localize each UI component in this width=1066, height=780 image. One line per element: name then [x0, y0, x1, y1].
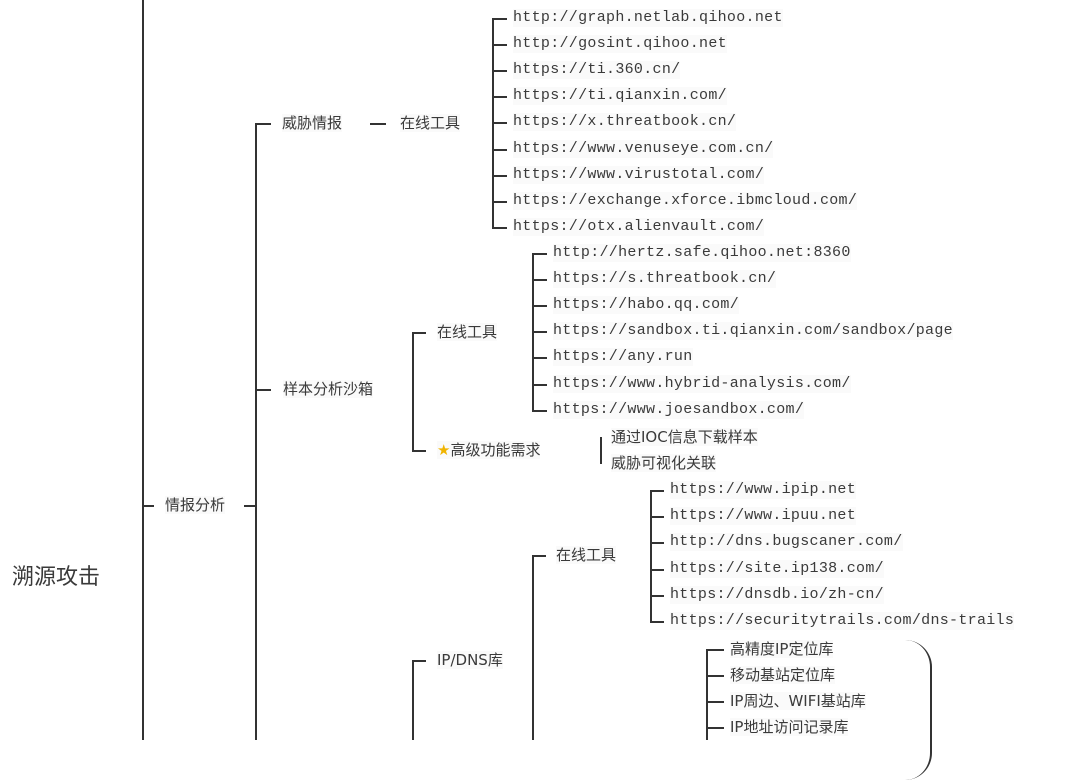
bracket	[412, 332, 414, 451]
connector	[532, 383, 547, 386]
url-link[interactable]: https://www.ipip.net	[670, 481, 857, 499]
url-link[interactable]: https://site.ip138.com/	[670, 559, 884, 578]
node-sandbox[interactable]: 样本分析沙箱	[283, 380, 374, 398]
brace	[600, 437, 602, 464]
connector	[370, 123, 386, 125]
list-item[interactable]: IP地址访问记录库	[730, 718, 849, 736]
node-ipdns-tools[interactable]: 在线工具	[556, 546, 617, 564]
connector	[255, 123, 271, 125]
bracket	[650, 490, 652, 622]
connector	[650, 621, 664, 623]
connector	[492, 148, 507, 151]
url-link[interactable]: http://graph.netlab.qihoo.net	[513, 9, 783, 27]
node-threat-intel-tools[interactable]: 在线工具	[400, 114, 461, 132]
url-link[interactable]: https://ti.qianxin.com/	[513, 87, 727, 106]
url-link[interactable]: https://s.threatbook.cn/	[553, 270, 777, 289]
connector	[532, 253, 547, 255]
connector	[650, 490, 664, 492]
connector	[244, 505, 256, 507]
connector	[650, 542, 664, 545]
connector	[532, 555, 546, 557]
url-link[interactable]: https://securitytrails.com/dns-trails	[670, 612, 1015, 630]
connector	[492, 174, 507, 177]
url-link[interactable]: http://hertz.safe.qihoo.net:8360	[553, 244, 851, 262]
connector	[492, 226, 507, 229]
url-link[interactable]: https://habo.qq.com/	[553, 296, 740, 315]
url-link[interactable]: https://www.venuseye.com.cn/	[513, 139, 774, 158]
url-link[interactable]: https://www.joesandbox.com/	[553, 400, 805, 419]
connector	[650, 568, 664, 571]
url-link[interactable]: https://ti.360.cn/	[513, 61, 681, 80]
url-link[interactable]: https://otx.alienvault.com/	[513, 217, 765, 236]
bracket	[412, 660, 414, 740]
connector	[532, 409, 547, 412]
connector	[706, 701, 724, 703]
connector	[255, 389, 271, 391]
branch-connector	[255, 123, 257, 740]
connector	[492, 18, 507, 20]
list-item[interactable]: 高精度IP定位库	[730, 640, 834, 658]
node-advanced[interactable]: ★高级功能需求	[437, 441, 541, 459]
node-intel-analysis[interactable]: 情报分析	[165, 496, 226, 514]
root-connector	[142, 0, 144, 740]
url-link[interactable]: http://dns.bugscaner.com/	[670, 533, 903, 552]
group-paren	[905, 640, 932, 780]
connector	[412, 332, 426, 334]
node-threat-intel[interactable]: 威胁情报	[282, 114, 343, 132]
url-link[interactable]: https://x.threatbook.cn/	[513, 113, 737, 132]
node-sandbox-tools[interactable]: 在线工具	[437, 323, 498, 341]
star-icon: ★	[437, 441, 451, 459]
connector	[492, 70, 507, 73]
connector	[492, 96, 507, 99]
connector	[492, 44, 507, 47]
connector	[492, 122, 507, 125]
connector	[650, 516, 664, 519]
node-ipdns[interactable]: IP/DNS库	[437, 651, 503, 669]
connector	[706, 727, 724, 729]
url-link[interactable]: https://www.ipuu.net	[670, 507, 857, 526]
connector	[412, 660, 426, 662]
connector	[412, 450, 426, 452]
connector	[706, 675, 724, 677]
bracket	[532, 555, 534, 740]
connector	[532, 279, 547, 282]
bracket	[706, 649, 708, 740]
root-node[interactable]: 溯源攻击	[12, 565, 101, 590]
connector	[706, 649, 724, 651]
list-item[interactable]: 威胁可视化关联	[611, 454, 717, 472]
url-link[interactable]: https://dnsdb.io/zh-cn/	[670, 585, 884, 604]
list-item[interactable]: 通过IOC信息下载样本	[611, 428, 758, 446]
list-item[interactable]: 移动基站定位库	[730, 666, 836, 684]
connector	[650, 594, 664, 597]
connector	[532, 331, 547, 334]
connector	[532, 357, 547, 360]
url-link[interactable]: http://gosint.qihoo.net	[513, 35, 727, 54]
advanced-label: 高级功能需求	[450, 441, 541, 459]
connector	[492, 200, 507, 203]
url-link[interactable]: https://exchange.xforce.ibmcloud.com/	[513, 191, 858, 210]
connector	[532, 305, 547, 308]
url-link[interactable]: https://www.virustotal.com/	[513, 165, 765, 184]
url-link[interactable]: https://sandbox.ti.qianxin.com/sandbox/p…	[553, 322, 953, 341]
url-link[interactable]: https://www.hybrid-analysis.com/	[553, 374, 851, 393]
url-link[interactable]: https://any.run	[553, 348, 693, 367]
connector	[142, 505, 154, 507]
list-item[interactable]: IP周边、WIFI基站库	[730, 692, 866, 710]
